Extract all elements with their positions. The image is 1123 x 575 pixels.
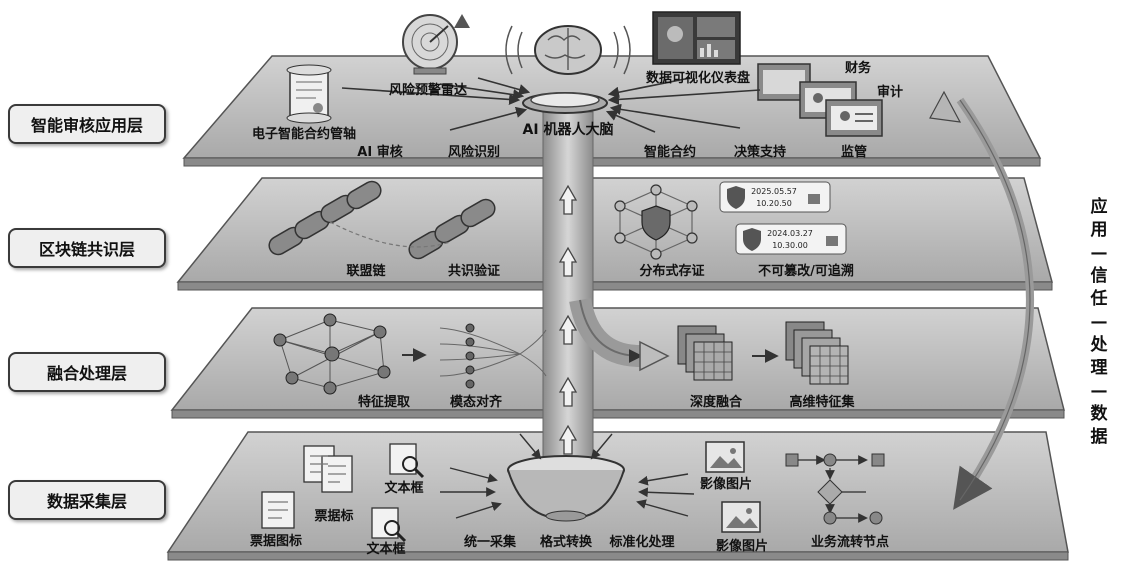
hd-feature-icon	[785, 321, 849, 385]
feature-network-icon	[273, 313, 391, 395]
feedback-arc	[929, 90, 1034, 510]
label-contract-mgmt: 电子智能合约管轴	[252, 126, 356, 142]
label-text-box-2: 文本框	[366, 541, 405, 557]
funnel-icon	[507, 455, 625, 522]
stamp2-date: 2024.03.27	[767, 229, 813, 238]
label-alliance: 联盟链	[346, 263, 386, 279]
stamp1-date: 2025.05.57	[751, 187, 797, 196]
label-image-2: 影像图片	[716, 538, 768, 554]
label-unified: 统一采集	[464, 534, 517, 550]
image-icon	[705, 441, 761, 533]
magnify-doc-icon	[371, 443, 425, 543]
document-icon	[261, 445, 353, 529]
consensus-chain-icon	[408, 198, 496, 260]
label-feature: 特征提取	[358, 394, 411, 410]
flow-vertical-label: 应用—信任—处理—数据	[1090, 197, 1108, 447]
label-text-box-1: 文本框	[384, 480, 423, 496]
label-decision: 决策支持	[734, 144, 786, 160]
label-ai-review: AI 审核	[357, 144, 402, 160]
collect-arrows	[440, 433, 695, 519]
dashboard-icon	[652, 11, 741, 65]
plate-chain	[176, 177, 1053, 291]
label-flow-node: 业务流转节点	[811, 534, 889, 550]
label-risk-identify: 风险识别	[448, 144, 500, 160]
layer-label-app: 智能审核应用层	[8, 104, 166, 144]
stamp1-time: 10.20.50	[756, 199, 792, 208]
stamp2-time: 10.30.00	[772, 241, 808, 250]
layer-label-fusion: 融合处理层	[8, 352, 166, 392]
label-hd: 高维特征集	[789, 394, 855, 410]
label-brain: AI 机器人大脑	[523, 121, 614, 138]
timestamp-card-1: 2025.05.57 10.20.50	[719, 181, 831, 213]
label-align: 模态对齐	[450, 394, 503, 410]
label-distributed: 分布式存证	[639, 263, 704, 279]
label-supervision: 监管	[841, 144, 867, 160]
label-immutable: 不可篡改/可追溯	[758, 263, 854, 279]
label-dashboard: 数据可视化仪表盘	[646, 70, 750, 86]
ai-hub-icon	[522, 92, 608, 114]
supervision-card-icon	[825, 99, 883, 137]
brain-icon	[505, 25, 631, 75]
layer-label-collect: 数据采集层	[8, 480, 166, 520]
chain-link-line	[329, 221, 451, 248]
label-smart-contract: 智能合约	[644, 144, 696, 160]
label-audit: 审计	[877, 84, 903, 100]
timestamp-card-2: 2024.03.27 10.30.00	[735, 223, 847, 255]
radar-icon	[402, 14, 470, 75]
chain-link-icon	[268, 180, 382, 256]
distributed-network-icon	[614, 184, 698, 260]
label-convert: 格式转换	[540, 534, 593, 550]
deep-fusion-icon	[677, 325, 733, 381]
label-standard: 标准化处理	[608, 534, 674, 550]
label-consensus: 共识验证	[448, 263, 500, 279]
central-beam	[542, 111, 670, 468]
process-flow-icon	[785, 453, 885, 525]
modal-align-icon	[439, 323, 547, 389]
app-arrows	[341, 77, 761, 133]
label-radar: 风险预警雷达	[389, 82, 467, 98]
label-bill-icon: 票据图标	[250, 533, 302, 549]
label-image-1: 影像图片	[700, 476, 752, 492]
contract-scroll-icon	[286, 64, 332, 124]
label-finance: 财务	[845, 60, 872, 76]
layer-label-chain: 区块链共识层	[8, 228, 166, 268]
label-deep: 深度融合	[690, 394, 743, 410]
label-bill: 票据标	[314, 508, 353, 524]
